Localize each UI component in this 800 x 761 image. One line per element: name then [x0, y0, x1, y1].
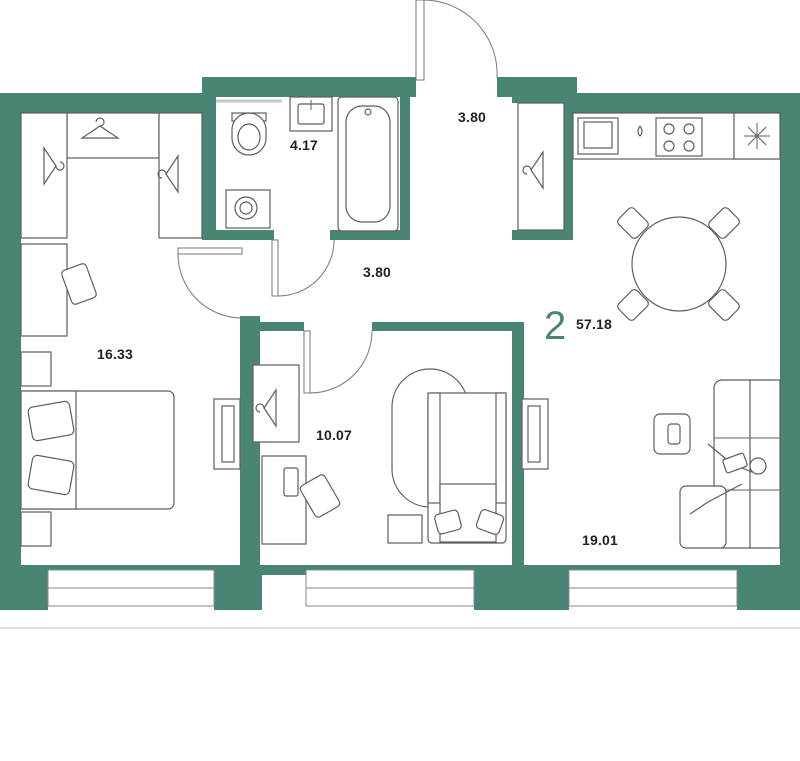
dining-table-icon — [631, 216, 727, 312]
person-icon — [749, 457, 767, 475]
kitchen-living-furniture — [572, 112, 781, 549]
coffee-table-icon — [653, 413, 691, 455]
hall-furniture — [517, 102, 565, 231]
water-drop-icon — [637, 125, 643, 137]
walls — [0, 77, 800, 610]
room-area-bathroom: 4.17 — [290, 137, 319, 153]
chair-icon — [61, 263, 97, 305]
fridge-icon — [733, 112, 781, 160]
room-area-entrance: 3.80 — [458, 109, 487, 125]
desk-icon — [20, 243, 68, 337]
total-area: 57.18 — [576, 316, 613, 332]
room-area-hall: 3.80 — [363, 264, 392, 280]
room-area-bedroom: 16.33 — [97, 346, 134, 362]
second-bedroom-furniture — [252, 364, 549, 545]
bedroom-furniture — [20, 112, 241, 547]
rooms-count: 2 — [544, 304, 567, 348]
stove-icon — [655, 117, 703, 157]
washing-machine-icon — [225, 189, 271, 229]
wardrobe — [66, 112, 160, 159]
desk-icon — [261, 455, 307, 545]
windows — [47, 569, 738, 607]
room-area-kitchen-living: 19.01 — [582, 532, 619, 548]
bathtub-icon — [337, 96, 399, 232]
bathroom-furniture — [216, 96, 399, 232]
room-area-second-bedroom: 10.07 — [316, 427, 353, 443]
doors — [177, 0, 498, 394]
